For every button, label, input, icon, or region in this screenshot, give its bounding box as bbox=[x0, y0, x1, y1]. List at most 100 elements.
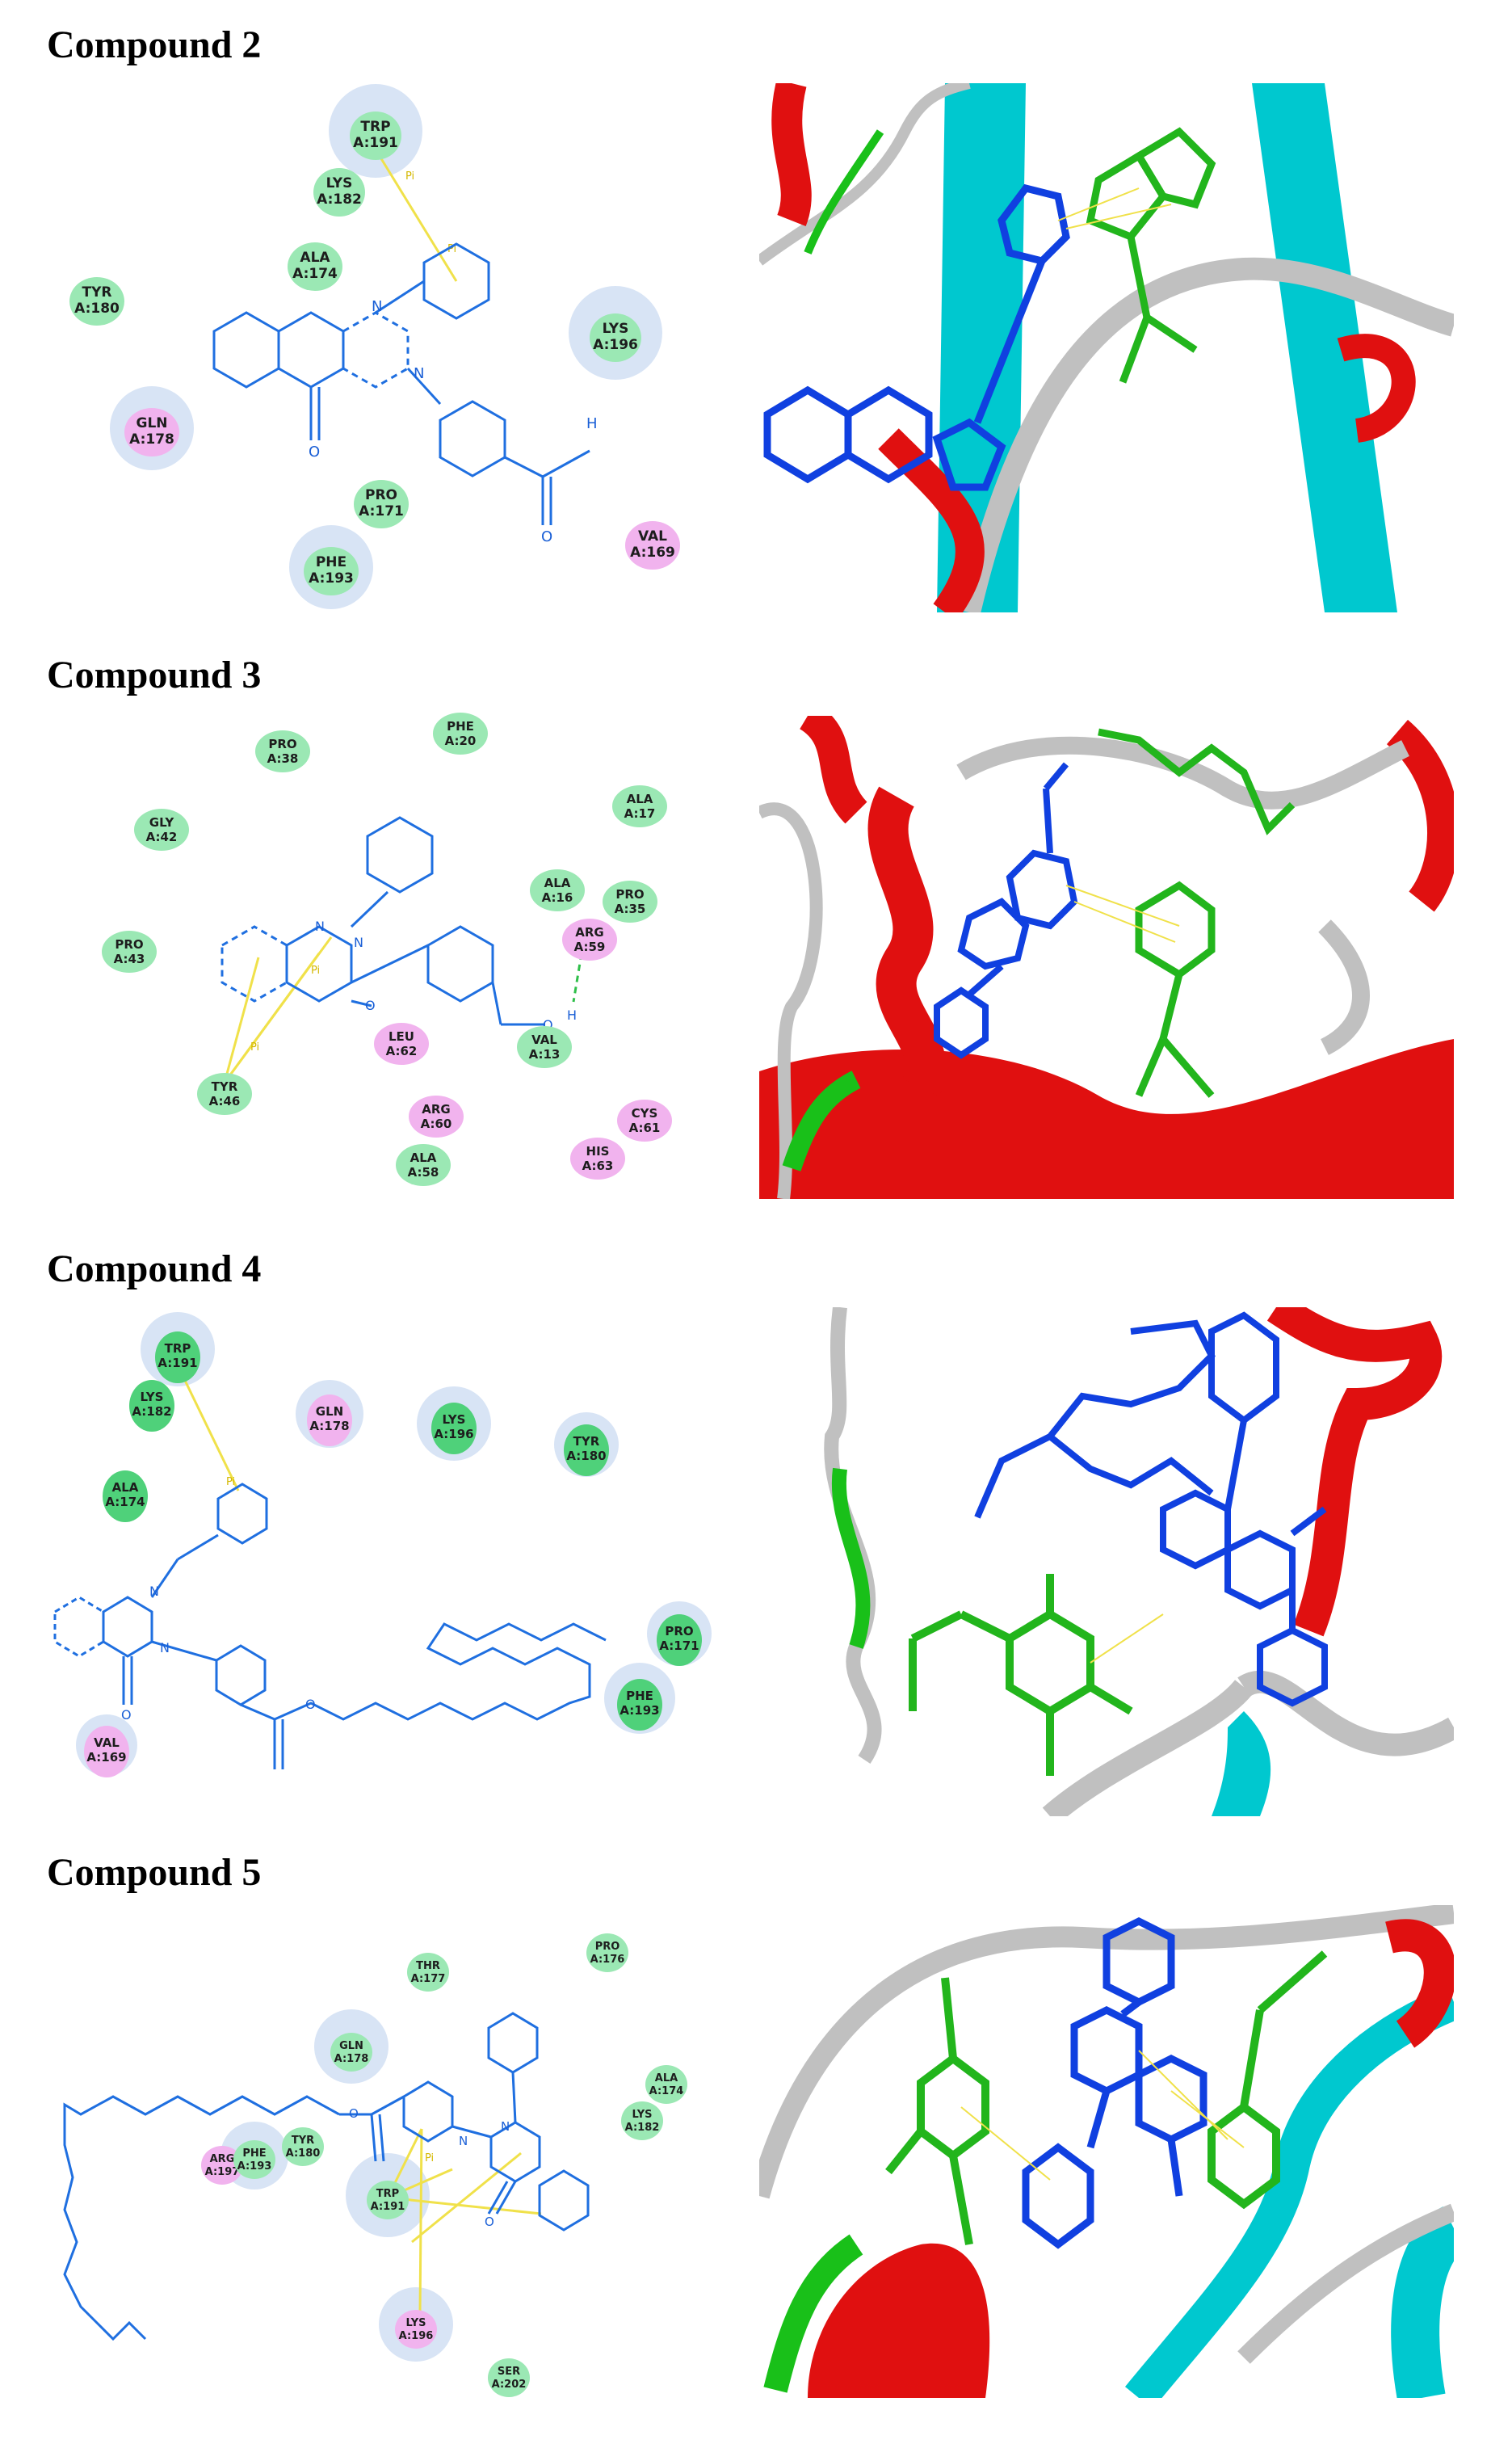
svg-text:PHE: PHE bbox=[242, 2147, 266, 2160]
beta-strand-ribbon bbox=[1124, 1985, 1454, 2398]
beta-strand-ribbon bbox=[1391, 2206, 1454, 2398]
hbond-line bbox=[572, 953, 583, 1003]
alpha-helix-ribbon bbox=[1386, 719, 1454, 912]
svg-text:ALA: ALA bbox=[410, 1150, 437, 1165]
pi-label: Pi bbox=[250, 1041, 259, 1054]
alpha-helix-ribbon bbox=[799, 716, 868, 824]
svg-text:ALA: ALA bbox=[112, 1480, 139, 1495]
svg-text:VAL: VAL bbox=[638, 528, 667, 545]
beta-strand-ribbon bbox=[1212, 1711, 1271, 1816]
svg-text:A:174: A:174 bbox=[649, 2085, 684, 2097]
residue-node: LYS A:196 bbox=[395, 2310, 437, 2349]
atom-label: N bbox=[459, 2134, 468, 2148]
residue-node: ARG A:60 bbox=[409, 1096, 464, 1138]
svg-text:LYS: LYS bbox=[405, 2317, 426, 2329]
svg-text:A:13: A:13 bbox=[529, 1047, 561, 1062]
residue-node: GLN A:178 bbox=[124, 408, 179, 456]
residue-node: PRO A:35 bbox=[603, 881, 657, 923]
svg-text:A:182: A:182 bbox=[625, 2122, 660, 2134]
residue-node: LYS A:182 bbox=[313, 168, 365, 217]
svg-text:LYS: LYS bbox=[603, 321, 629, 337]
svg-text:GLN: GLN bbox=[136, 415, 167, 431]
residue-node: VAL A:169 bbox=[625, 521, 680, 570]
svg-text:TRP: TRP bbox=[360, 119, 390, 135]
svg-text:LYS: LYS bbox=[141, 1390, 164, 1404]
alpha-helix-ribbon bbox=[771, 83, 812, 227]
atom-label: O bbox=[349, 2106, 359, 2121]
svg-text:THR: THR bbox=[416, 1960, 440, 1972]
svg-text:A:202: A:202 bbox=[492, 2379, 527, 2391]
residue-node: TYR A:180 bbox=[69, 277, 124, 326]
residue-node: TYR A:180 bbox=[564, 1424, 609, 1476]
svg-text:PRO: PRO bbox=[615, 887, 644, 902]
atom-label: H bbox=[567, 1007, 577, 1023]
pi-label: Pi bbox=[405, 170, 414, 183]
svg-text:A:180: A:180 bbox=[74, 301, 120, 317]
residue-node: CYS A:61 bbox=[617, 1100, 672, 1142]
interaction-diagram-2d-compound-2: Pi Pi N N O O H TRP A:191 LYS A:182 ALA … bbox=[69, 84, 680, 609]
residue-sticks bbox=[885, 1950, 1328, 2245]
coil-ribbon bbox=[759, 802, 823, 1199]
residue-node: PHE A:193 bbox=[233, 2140, 275, 2179]
residue-node: ALA A:17 bbox=[612, 785, 667, 827]
residue-node: LYS A:196 bbox=[431, 1403, 477, 1454]
atom-label: N bbox=[160, 1640, 170, 1655]
svg-text:A:193: A:193 bbox=[309, 570, 354, 587]
svg-text:A:43: A:43 bbox=[114, 952, 145, 966]
residue-node: VAL A:169 bbox=[84, 1726, 129, 1777]
svg-text:ALA: ALA bbox=[544, 876, 571, 890]
svg-text:PRO: PRO bbox=[665, 1624, 693, 1638]
svg-text:TYR: TYR bbox=[292, 2135, 314, 2147]
ligand-structure bbox=[63, 2012, 590, 2341]
svg-text:A:178: A:178 bbox=[334, 2053, 369, 2065]
ligand-sticks bbox=[1022, 1916, 1208, 2249]
pi-interaction-lines bbox=[960, 2050, 1245, 2181]
svg-text:PHE: PHE bbox=[626, 1689, 653, 1703]
coil-ribbon bbox=[1318, 919, 1370, 1055]
binding-pose-3d-compound-4 bbox=[792, 1307, 1454, 1816]
ligand-structure bbox=[212, 242, 590, 525]
svg-text:TRP: TRP bbox=[165, 1341, 191, 1356]
svg-text:A:177: A:177 bbox=[411, 1973, 446, 1985]
svg-text:A:16: A:16 bbox=[542, 890, 573, 905]
atom-label: O bbox=[121, 1707, 132, 1723]
svg-text:A:193: A:193 bbox=[237, 2160, 272, 2173]
alpha-helix-ribbon bbox=[1337, 334, 1416, 443]
atom-label: N bbox=[372, 298, 382, 315]
svg-text:ALA: ALA bbox=[627, 792, 653, 806]
svg-text:ARG: ARG bbox=[422, 1102, 450, 1117]
residue-node: TRP A:191 bbox=[350, 111, 401, 160]
svg-text:SER: SER bbox=[498, 2366, 520, 2378]
svg-text:A:42: A:42 bbox=[146, 830, 178, 844]
pi-interaction-lines bbox=[374, 149, 458, 282]
interaction-diagram-2d-compound-4: Pi N N O O TRP A:191 LYS A:182 GLN A:178… bbox=[53, 1312, 712, 1777]
alpha-helix-ribbon bbox=[867, 786, 947, 1097]
svg-text:A:174: A:174 bbox=[292, 266, 338, 282]
svg-text:A:58: A:58 bbox=[408, 1165, 439, 1180]
svg-text:A:197: A:197 bbox=[205, 2166, 240, 2178]
svg-text:LYS: LYS bbox=[326, 175, 353, 191]
interaction-diagram-2d-compound-3: Pi Pi N N O O H PRO A:38 PHE A:20 GLY A:… bbox=[102, 713, 672, 1186]
svg-text:TRP: TRP bbox=[376, 2188, 399, 2200]
residue-node: PHE A:20 bbox=[433, 713, 488, 755]
alpha-helix-ribbon bbox=[808, 2243, 990, 2398]
svg-text:A:178: A:178 bbox=[129, 431, 174, 448]
coil-ribbon bbox=[831, 1467, 871, 1649]
svg-text:HIS: HIS bbox=[586, 1144, 610, 1159]
residue-node: ARG A:197 bbox=[201, 2146, 243, 2185]
svg-text:ALA: ALA bbox=[300, 250, 330, 266]
svg-text:A:176: A:176 bbox=[590, 1954, 625, 1966]
residue-node: PRO A:38 bbox=[255, 730, 310, 772]
svg-text:VAL: VAL bbox=[94, 1735, 120, 1750]
svg-text:PHE: PHE bbox=[316, 554, 346, 570]
atom-label: O bbox=[305, 1697, 316, 1712]
residue-node: ALA A:58 bbox=[396, 1144, 451, 1186]
alpha-helix-ribbon bbox=[1385, 1919, 1454, 2048]
svg-text:ARG: ARG bbox=[210, 2153, 235, 2165]
residue-node: LEU A:62 bbox=[374, 1023, 429, 1065]
svg-text:TYR: TYR bbox=[212, 1079, 238, 1094]
svg-text:CYS: CYS bbox=[632, 1106, 658, 1121]
panel-title-compound-2: Compound 2 bbox=[47, 23, 262, 66]
atom-label: N bbox=[315, 919, 325, 934]
residue-node: TYR A:46 bbox=[197, 1073, 252, 1115]
